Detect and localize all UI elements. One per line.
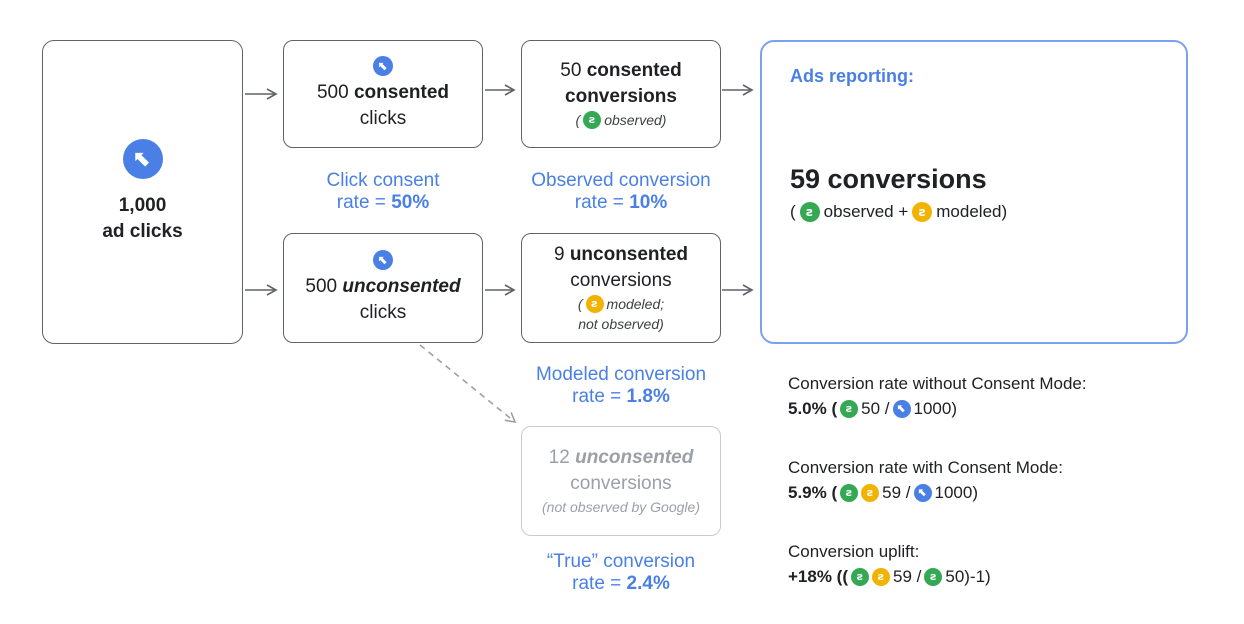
stat-numerator: 50 / [861, 399, 890, 418]
conversion-icon: ƨ [585, 295, 604, 313]
true-conversions-node: 12 unconsented conversions (not observed… [521, 426, 721, 536]
note-close: ) [661, 112, 667, 128]
consented-conversions-node: 50 consented conversions ( ƨ observed ) [521, 40, 721, 148]
stat-denominator: 1000) [934, 483, 978, 502]
caption-prefix: rate = [572, 573, 627, 594]
conversion-icon: ƨ [861, 483, 880, 502]
unconsented-conversions-line2: conversions [570, 270, 672, 291]
consented-conversions-line2: conversions [565, 86, 677, 107]
consented-conversions-count: 50 [560, 60, 582, 81]
observed-note-text: observed [604, 112, 662, 128]
caption-prefix: rate = [574, 192, 630, 213]
unconsented-conversions-node: 9 unconsented conversions ( ƨ modeled; n… [521, 233, 721, 343]
caption-line1: Modeled conversion [535, 364, 707, 385]
stat-denominator: 50)-1) [945, 567, 991, 586]
modeled-note: ( ƨ modeled; [578, 294, 664, 314]
conversion-icon: ƨ [924, 567, 943, 586]
modeled-label: modeled) [936, 202, 1008, 221]
true-conversions-line2: conversions [570, 473, 672, 494]
consented-clicks-suffix: clicks [359, 108, 407, 129]
stat-value: +18% (( [788, 567, 848, 586]
observed-label: observed + [823, 202, 909, 221]
unconsented-clicks-bold: unconsented [342, 276, 461, 297]
unconsented-clicks-node: ⬉ 500 unconsented clicks [283, 233, 483, 343]
stat-numerator: 59 / [893, 567, 922, 586]
arrow-true-conversions-dashed [419, 344, 517, 424]
caption-value: 10% [629, 192, 668, 213]
stat-with-consent-mode: Conversion rate with Consent Mode: 5.9% … [788, 455, 1063, 505]
caption-prefix: rate = [336, 192, 392, 213]
unconsented-clicks-suffix: clicks [359, 302, 407, 323]
caption-value: 50% [391, 192, 430, 213]
stat-label: Conversion uplift: [788, 542, 920, 561]
not-observed-note: not observed) [578, 316, 664, 332]
unconsented-conversions-bold: unconsented [569, 244, 689, 265]
consented-conversions-bold: consented [586, 60, 682, 81]
stat-numerator: 59 / [882, 483, 911, 502]
observed-conversion-caption: Observed conversion rate = 10% [511, 170, 731, 214]
ad-clicks-label: ad clicks [102, 221, 183, 242]
stat-value: 5.0% ( [788, 399, 838, 418]
conversion-icon: ƨ [872, 567, 890, 586]
conversion-icon: ƨ [851, 567, 869, 586]
stat-label: Conversion rate without Consent Mode: [788, 374, 1087, 393]
stat-without-consent-mode: Conversion rate without Consent Mode: 5.… [788, 371, 1087, 421]
click-consent-caption: Click consent rate = 50% [283, 170, 483, 214]
click-cursor-icon: ⬉ [122, 139, 163, 179]
click-cursor-icon: ⬉ [892, 399, 911, 418]
modeled-note-text: modeled; [606, 296, 665, 312]
caption-line1: “True” conversion [546, 551, 696, 572]
unconsented-clicks-count: 500 [305, 276, 338, 297]
consented-clicks-node: ⬉ 500 consented clicks [283, 40, 483, 148]
conversion-icon: ƨ [583, 111, 602, 129]
total-conversions: 59 conversions [790, 164, 987, 194]
true-conversions-bold: unconsented [575, 447, 694, 468]
caption-prefix: rate = [572, 386, 627, 407]
conversion-icon: ƨ [840, 399, 859, 418]
modeled-conversion-caption: Modeled conversion rate = 1.8% [511, 364, 731, 408]
stat-label: Conversion rate with Consent Mode: [788, 458, 1063, 477]
ads-reporting-panel: Ads reporting: 59 conversions ( ƨ observ… [760, 40, 1188, 344]
ad-clicks-count: 1,000 [118, 195, 167, 216]
conversion-icon: ƨ [912, 202, 933, 222]
caption-value: 1.8% [626, 386, 670, 407]
caption-line1: Click consent [326, 170, 440, 191]
true-conversions-count: 12 [548, 447, 570, 468]
caption-line1: Observed conversion [531, 170, 711, 191]
consented-clicks-count: 500 [316, 82, 349, 103]
not-observed-by-google-note: (not observed by Google) [542, 499, 700, 515]
note-open: ( [575, 112, 581, 128]
ads-reporting-title: Ads reporting: [790, 66, 914, 86]
click-cursor-icon: ⬉ [373, 250, 393, 270]
true-conversion-caption: “True” conversion rate = 2.4% [511, 551, 731, 595]
conversion-icon: ƨ [840, 483, 859, 502]
breakdown-open: ( [790, 202, 796, 221]
conversion-icon: ƨ [799, 202, 820, 222]
conversions-breakdown: ( ƨ observed + ƨ modeled) [790, 202, 1007, 222]
note-open: ( [577, 296, 583, 312]
stat-value: 5.9% ( [788, 483, 838, 502]
click-cursor-icon: ⬉ [913, 483, 932, 502]
observed-note: ( ƨ observed ) [575, 110, 667, 130]
click-cursor-icon: ⬉ [373, 56, 393, 76]
stat-conversion-uplift: Conversion uplift: +18% (( ƨ ƨ 59 / ƨ 50… [788, 539, 991, 589]
stat-denominator: 1000) [913, 399, 957, 418]
unconsented-conversions-count: 9 [553, 244, 565, 265]
ad-clicks-node: ⬉ 1,000 ad clicks [42, 40, 243, 344]
consented-clicks-bold: consented [353, 82, 449, 103]
caption-value: 2.4% [626, 573, 670, 594]
